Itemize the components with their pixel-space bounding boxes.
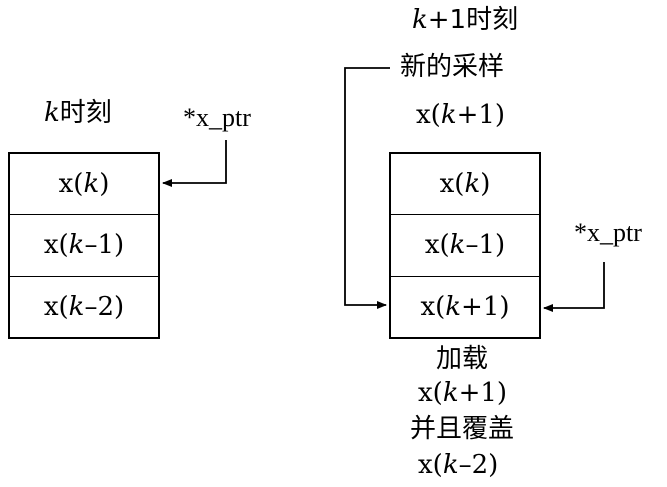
left-pointer-arrow [162,140,227,187]
note-load-label: 加载 [436,344,489,374]
right-buffer: x(k) x(k–1) x(k+1) [389,152,541,339]
note-overwrite-value: x(k–2) [418,450,499,480]
left-time-label: k时刻 [44,98,112,128]
right-pointer-label: *x_ptr [574,218,642,247]
new-sample-arrow [344,67,390,309]
left-buffer-cell: x(k–1) [10,215,158,277]
left-buffer-cell: x(k) [10,154,158,216]
new-sample-value: x(k+1) [416,100,506,130]
note-load-value: x(k+1) [418,378,508,408]
right-buffer-cell: x(k–1) [391,215,539,277]
right-buffer-cell: x(k+1) [420,291,510,322]
note-overwrite-label: 并且覆盖 [410,414,515,444]
new-sample-label: 新的采样 [400,52,505,82]
left-buffer-cell: x(k–2) [43,291,125,322]
left-buffer: x(k) x(k–1) x(k–2) [8,152,160,339]
right-pointer-arrow [543,262,605,312]
right-buffer-cell: x(k) [391,154,539,216]
right-time-label: k+1时刻 [412,5,519,35]
left-pointer-label: *x_ptr [183,103,251,132]
